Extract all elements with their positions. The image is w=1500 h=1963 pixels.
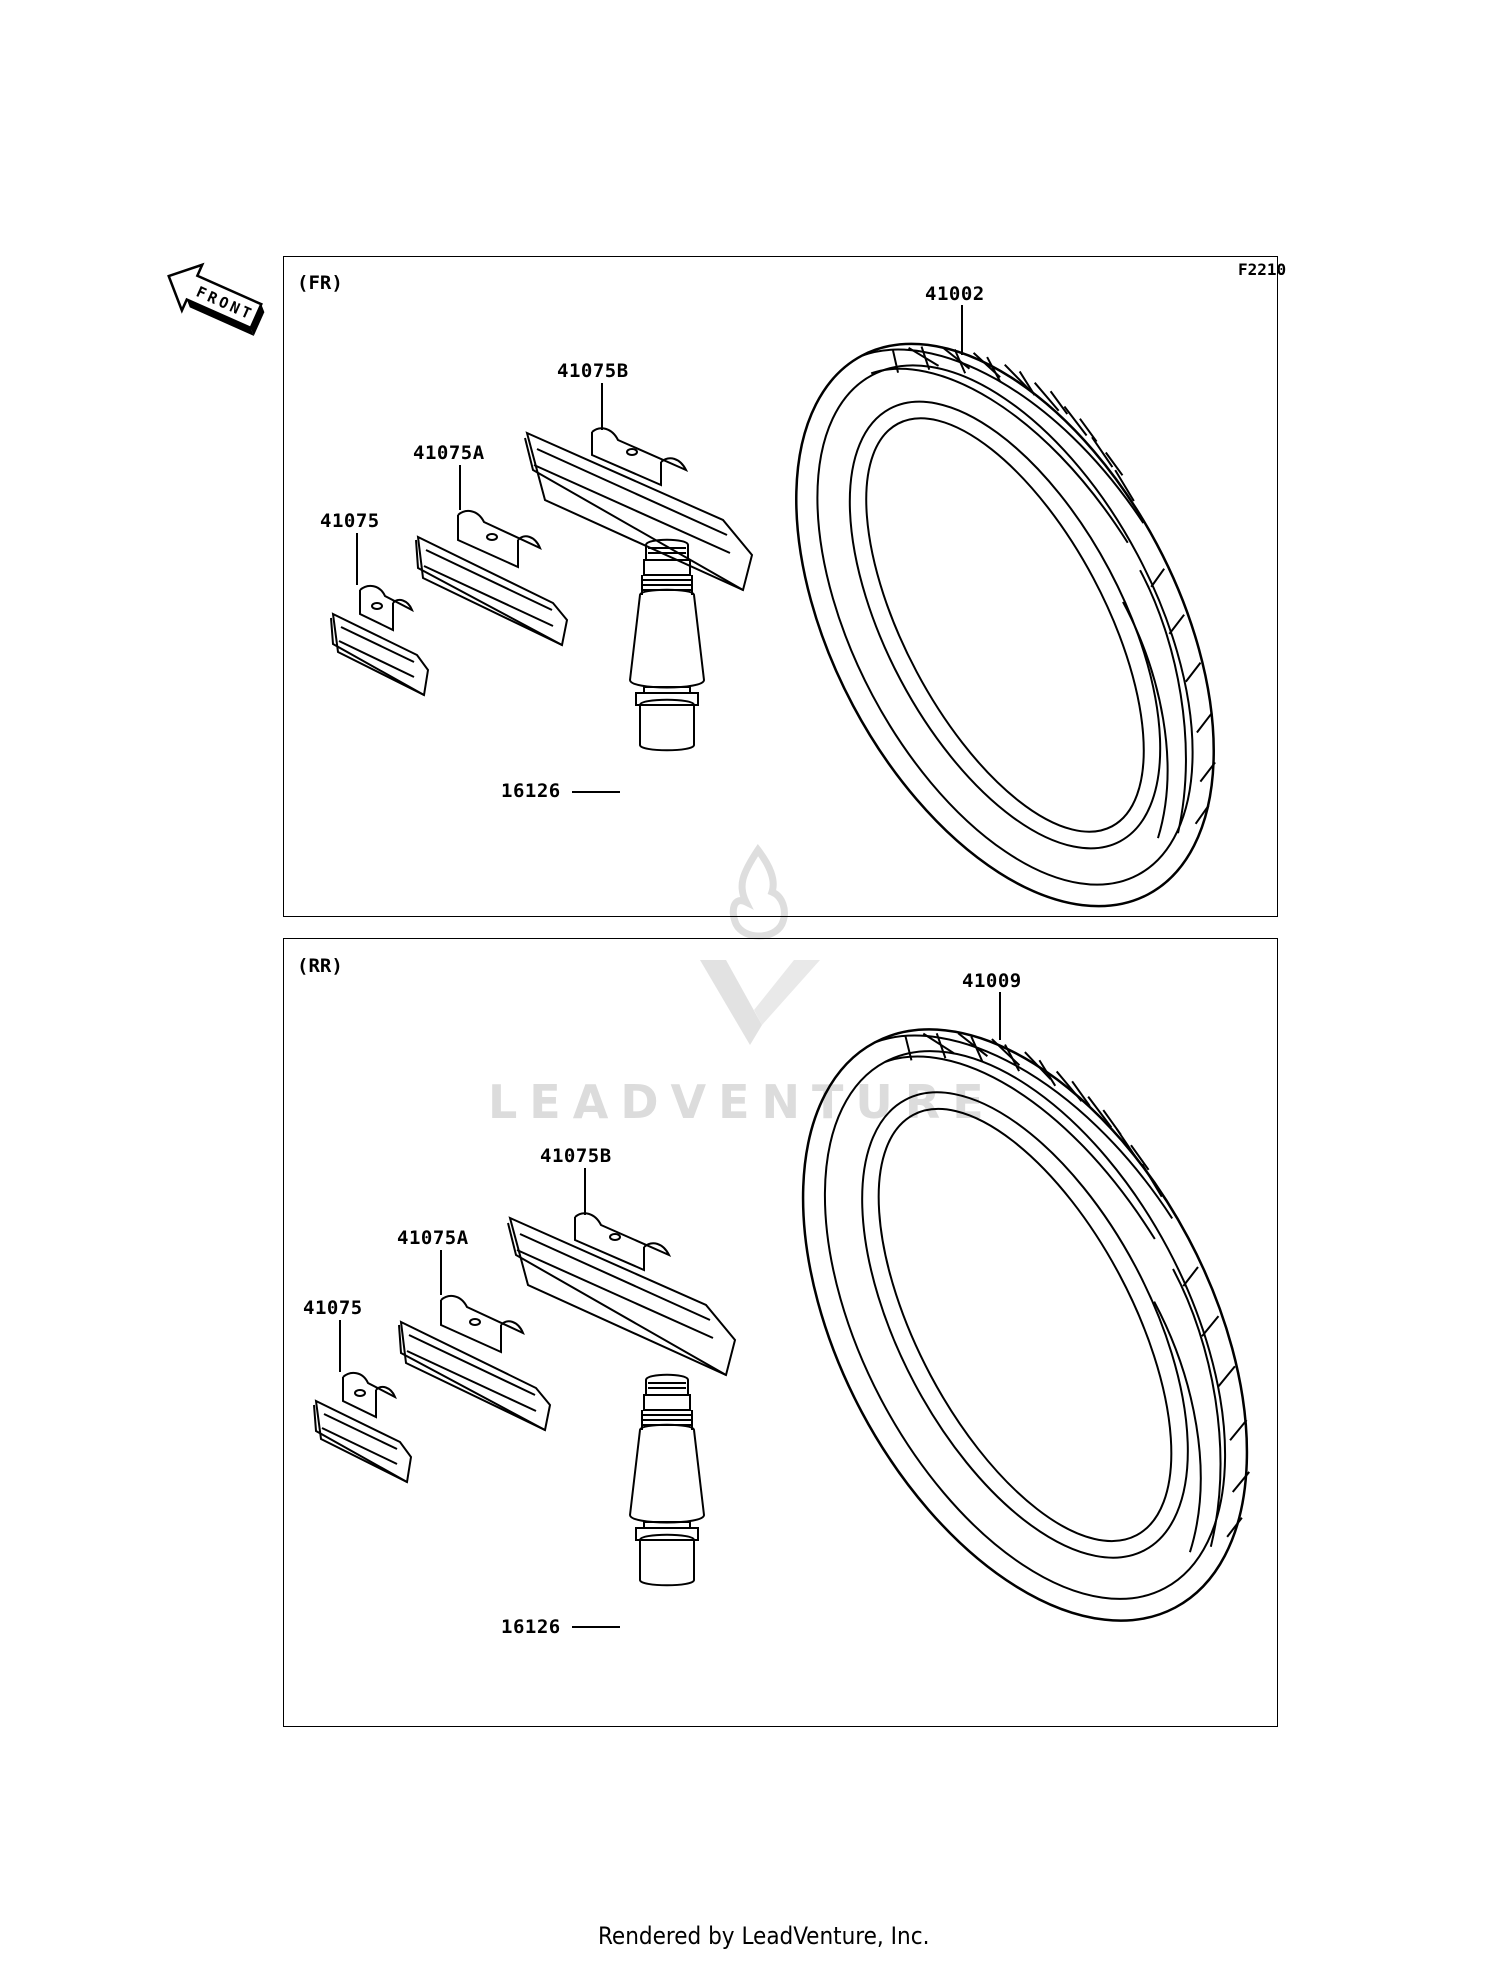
part-label-weight-front[interactable]: 41075 [320,510,380,532]
weight-b-front [524,427,754,592]
weight-a-rear [398,1294,552,1432]
panel-front [283,256,1278,917]
part-label-weight-b-rear[interactable]: 41075B [540,1145,612,1167]
front-arrow-icon: FRONT [167,262,265,336]
part-label-tire-front[interactable]: 41002 [925,283,985,305]
watermark-logo [700,843,820,1045]
part-label-weight-rear[interactable]: 41075 [303,1297,363,1319]
weight-rear [313,1371,413,1484]
valve-rear [628,1373,706,1587]
part-label-weight-a-rear[interactable]: 41075A [397,1227,469,1249]
part-label-valve-front[interactable]: 16126 [501,780,561,802]
figure-code: F2210 [1238,260,1287,279]
part-label-weight-a-front[interactable]: 41075A [413,442,485,464]
weight-a-front [415,509,569,647]
weight-b-rear [507,1212,737,1377]
panel-front-label: (FR) [297,272,343,294]
tire-front [795,342,1216,908]
footer-credit: Rendered by LeadVenture, Inc. [598,1922,930,1950]
weight-front [330,584,430,697]
tire-rear [801,1028,1250,1622]
panel-rear [283,938,1278,1727]
panel-rear-label: (RR) [297,955,343,977]
valve-front [628,538,706,752]
part-label-weight-b-front[interactable]: 41075B [557,360,629,382]
part-label-valve-rear[interactable]: 16126 [501,1616,561,1638]
part-label-tire-rear[interactable]: 41009 [962,970,1022,992]
